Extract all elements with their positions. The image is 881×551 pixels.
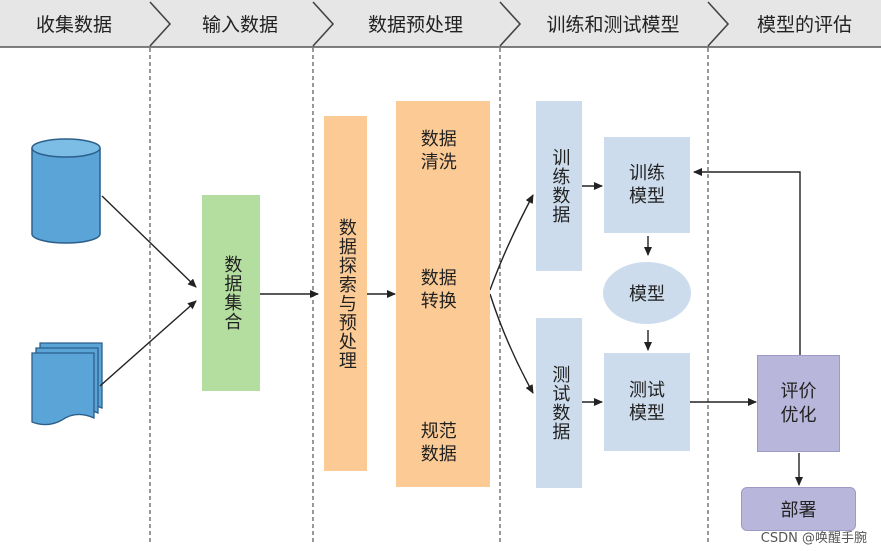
database-icon — [31, 138, 101, 244]
normalize-label: 规范数据 — [420, 421, 457, 466]
preprocess-steps-box — [396, 101, 490, 487]
stage-preprocess: 数据预处理 — [367, 14, 463, 36]
test-model-box: 测试模型 — [604, 353, 690, 451]
stage-evaluate: 模型的评估 — [756, 14, 852, 36]
evaluate-optimize-box: 评价优化 — [757, 355, 840, 452]
explore-preprocess-label: 数据探索与预处理 — [335, 217, 357, 370]
header-band — [0, 0, 881, 47]
header-chevrons — [149, 1, 730, 47]
model-label: 模型 — [629, 284, 665, 305]
dataset-label: 数据集合 — [221, 255, 243, 331]
stage-collect-data: 收集数据 — [35, 14, 112, 36]
clean-label: 数据清洗 — [420, 129, 457, 174]
flow-arrows — [99, 168, 803, 486]
train-data-box: 训练数据 — [536, 101, 582, 271]
train-data-label: 训练数据 — [549, 148, 571, 224]
train-model-label: 训练模型 — [629, 162, 665, 207]
dataset-box: 数据集合 — [202, 195, 260, 391]
stage-train-test: 训练和测试模型 — [546, 14, 680, 36]
evaluate-optimize-label: 评价优化 — [780, 381, 817, 426]
model-ellipse: 模型 — [603, 262, 691, 324]
stage-input-data: 输入数据 — [201, 14, 278, 36]
test-model-label: 测试模型 — [629, 379, 665, 424]
train-model-box: 训练模型 — [604, 137, 690, 233]
watermark: CSDN @唤醒手腕 — [760, 531, 867, 546]
deploy-box: 部署 — [741, 487, 856, 531]
test-data-label: 测试数据 — [549, 365, 571, 441]
documents-icon — [31, 342, 103, 426]
explore-preprocess-box: 数据探索与预处理 — [324, 116, 367, 471]
deploy-label: 部署 — [780, 500, 817, 521]
transform-label: 数据转换 — [420, 268, 457, 313]
test-data-box: 测试数据 — [536, 318, 582, 488]
